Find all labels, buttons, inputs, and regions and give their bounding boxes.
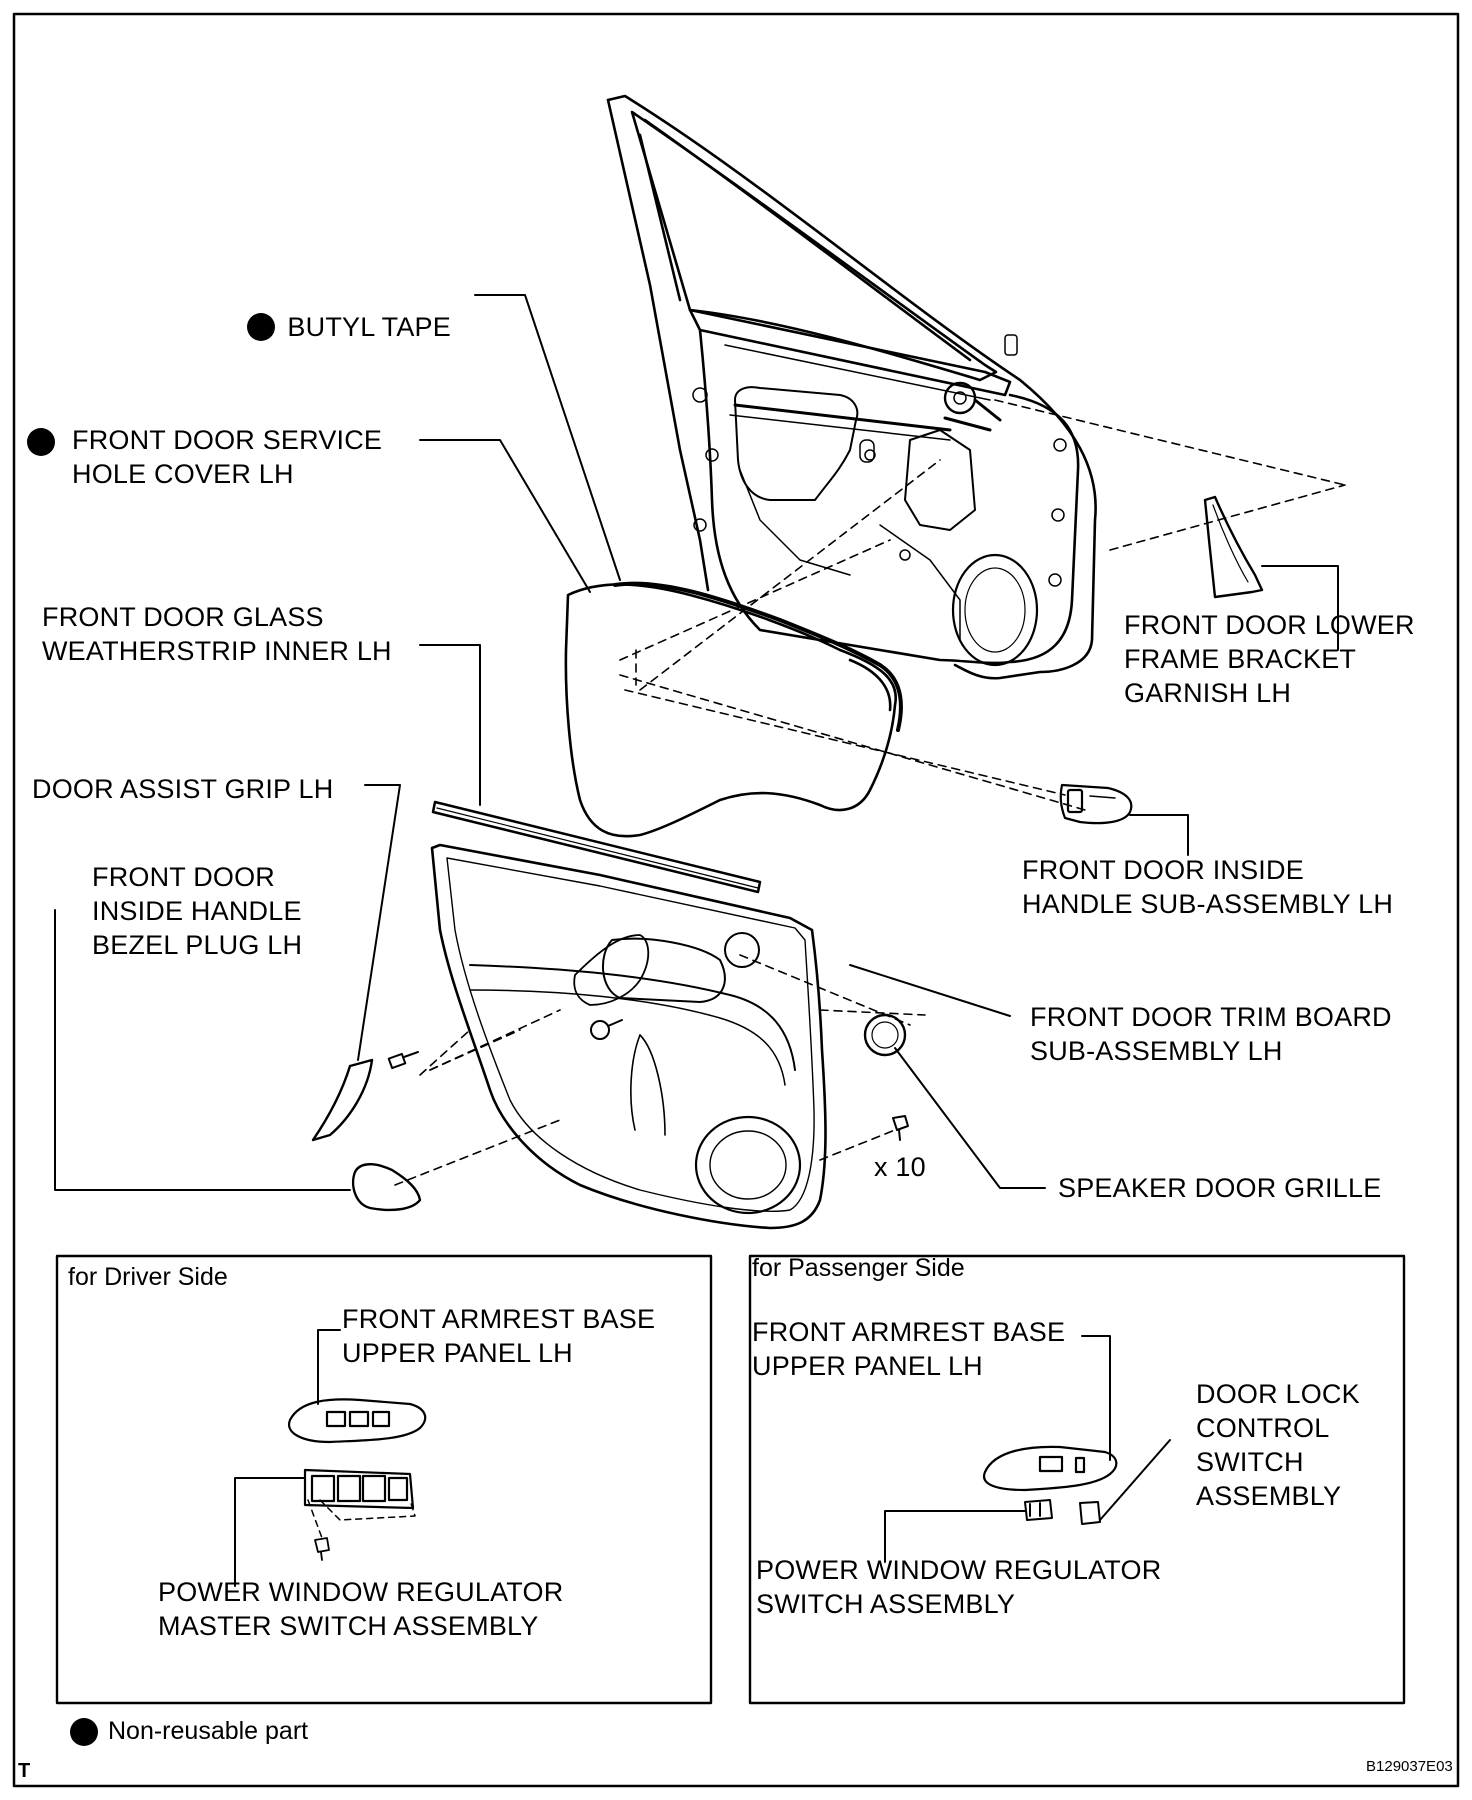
driver-screw [314, 1537, 330, 1561]
lower-frame-garnish-label: FRONT DOOR LOWER FRAME BRACKET GARNISH L… [1124, 610, 1415, 708]
assist-grip-label: DOOR ASSIST GRIP LH [32, 774, 334, 804]
passenger-armrest-label: FRONT ARMREST BASE UPPER PANEL LH [752, 1317, 1066, 1381]
driver-master-switch-label: POWER WINDOW REGULATOR MASTER SWITCH ASS… [158, 1577, 564, 1641]
bezel-plug-label: FRONT DOOR INSIDE HANDLE BEZEL PLUG LH [92, 862, 303, 960]
passenger-leader-lines [884, 1335, 1171, 1563]
butyl-tape [613, 581, 903, 732]
butyl-tape-text: BUTYL TAPE [287, 312, 451, 342]
glass-weatherstrip [431, 800, 762, 894]
alignment-lines [394, 399, 1346, 1186]
driver-side-title: for Driver Side [68, 1263, 228, 1291]
figure-code: B129037E03 [1366, 1758, 1453, 1775]
butyl-tape-label: BUTYL TAPE [232, 276, 451, 344]
door-frame [606, 94, 1097, 680]
passenger-side-title: for Passenger Side [752, 1254, 965, 1282]
service-hole-dot-icon [27, 428, 55, 456]
driver-side-box [55, 1254, 713, 1705]
corner-mark: T [18, 1760, 31, 1782]
driver-leader-lines [234, 1329, 341, 1587]
inside-handle [1059, 783, 1133, 825]
driver-master-switch [303, 1468, 415, 1510]
passenger-side-box [748, 1254, 1406, 1705]
service-hole-cover-label: FRONT DOOR SERVICE HOLE COVER LH [72, 425, 383, 489]
clip [892, 1115, 909, 1141]
passenger-window-switch [1024, 1499, 1053, 1521]
door-lock-switch-label: DOOR LOCK CONTROL SWITCH ASSEMBLY [1196, 1379, 1360, 1511]
speaker-grille-label: SPEAKER DOOR GRILLE [1058, 1173, 1382, 1203]
non-reusable-dot-icon [247, 313, 276, 341]
glass-weatherstrip-label: FRONT DOOR GLASS WEATHERSTRIP INNER LH [42, 602, 392, 666]
grip-screw [387, 1051, 419, 1070]
driver-armrest-panel [287, 1398, 427, 1444]
inside-handle-label: FRONT DOOR INSIDE HANDLE SUB-ASSEMBLY LH [1022, 855, 1394, 919]
trim-board-label: FRONT DOOR TRIM BOARD SUB-ASSEMBLY LH [1030, 1002, 1392, 1066]
garnish-edge [1212, 504, 1249, 583]
lower-frame-garnish [1203, 495, 1264, 599]
assist-grip [311, 1058, 374, 1142]
driver-armrest-label: FRONT ARMREST BASE UPPER PANEL LH [342, 1304, 656, 1368]
legend-dot-icon [70, 1718, 98, 1746]
passenger-armrest-panel [982, 1445, 1118, 1492]
bezel-plug [351, 1163, 422, 1212]
legend-non-reusable: Non-reusable part [108, 1717, 309, 1745]
clip-count-label: x 10 [874, 1152, 926, 1182]
service-hole-cover [564, 583, 898, 838]
passenger-window-switch-label: POWER WINDOW REGULATOR SWITCH ASSEMBLY [756, 1555, 1162, 1619]
driver-dashed-lines [307, 1499, 416, 1539]
passenger-door-lock-switch [1079, 1501, 1101, 1525]
trim-screw [590, 1019, 623, 1040]
leader-lines [54, 294, 1339, 1191]
outer-border [12, 12, 1460, 1788]
trim-board [430, 843, 827, 1230]
